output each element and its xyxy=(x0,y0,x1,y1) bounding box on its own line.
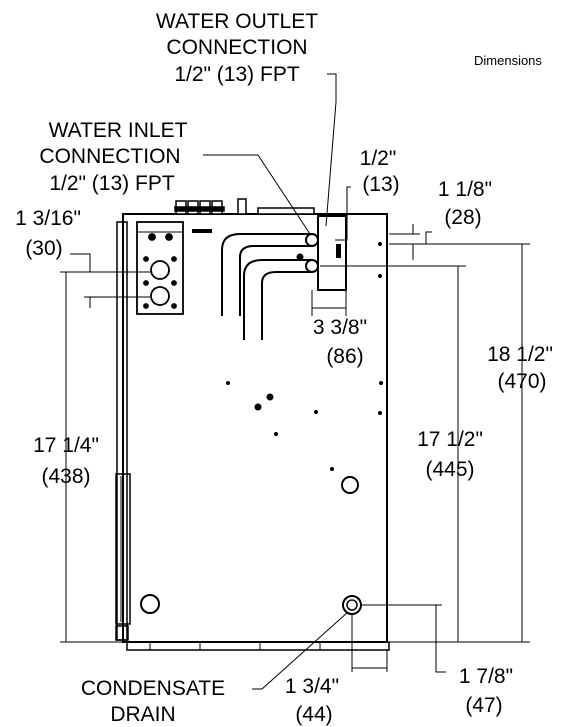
vent-port xyxy=(341,476,359,494)
dim-18-1-2-imperial: 18 1/2" xyxy=(487,343,553,366)
water-inlet-subtitle: CONNECTION xyxy=(39,145,180,168)
dim-1-3-16-metric: (30) xyxy=(25,237,62,260)
condensate-callout: CONDENSATE DRAIN xyxy=(81,677,225,726)
dim-1-3-4-imperial: 1 3/4" xyxy=(285,675,339,698)
dim-1-7-8-imperial: 1 7/8" xyxy=(459,665,513,688)
water-outlet-subtitle: CONNECTION xyxy=(166,36,307,59)
dim-18-1-2-metric: (470) xyxy=(497,370,546,393)
side-bracket xyxy=(115,473,131,625)
unit-foot xyxy=(115,625,129,641)
dim-1-1-8-imperial: 1 1/8" xyxy=(438,178,492,201)
condensate-title: CONDENSATE xyxy=(81,677,225,700)
top-fittings xyxy=(174,198,315,215)
dim-1-3-4-metric: (44) xyxy=(295,703,332,726)
dimension-labels: 1/2" (13) 1 1/8" (28) 1 3/16" (30) 3 3/8… xyxy=(15,147,553,726)
water-outlet-size: 1/2" (13) FPT xyxy=(174,63,299,86)
unit-base xyxy=(126,641,390,651)
dim-3-3-8-metric: (86) xyxy=(326,345,363,368)
dim-1-1-8-metric: (28) xyxy=(444,206,481,229)
water-outlet-title: WATER OUTLET xyxy=(156,10,318,33)
condensate-subtitle: DRAIN xyxy=(110,703,175,726)
condensate-drain-port xyxy=(342,595,362,615)
dim-17-1-4-imperial: 17 1/4" xyxy=(33,434,99,457)
electrical-box xyxy=(136,221,212,315)
dimension-lines xyxy=(60,73,530,690)
water-inlet-size: 1/2" (13) FPT xyxy=(49,172,174,195)
dim-1-2-metric: (13) xyxy=(362,173,399,196)
dimensions-caption: Dimensions xyxy=(474,53,542,68)
dim-17-1-4-metric: (438) xyxy=(41,465,90,488)
water-pipes xyxy=(221,215,347,340)
dim-1-3-16-imperial: 1 3/16" xyxy=(15,207,81,230)
bottom-left-port xyxy=(140,594,160,614)
water-outlet-callout: WATER OUTLET CONNECTION 1/2" (13) FPT xyxy=(156,10,318,86)
water-inlet-title: WATER INLET xyxy=(49,119,188,142)
dim-17-1-2-imperial: 17 1/2" xyxy=(417,428,483,451)
dim-1-7-8-metric: (47) xyxy=(465,694,502,717)
dim-17-1-2-metric: (445) xyxy=(425,458,474,481)
cabinet-holes xyxy=(226,242,383,471)
dim-1-2-imperial: 1/2" xyxy=(360,147,397,170)
dim-3-3-8-imperial: 3 3/8" xyxy=(313,316,367,339)
water-inlet-callout: WATER INLET CONNECTION 1/2" (13) FPT xyxy=(39,119,187,195)
